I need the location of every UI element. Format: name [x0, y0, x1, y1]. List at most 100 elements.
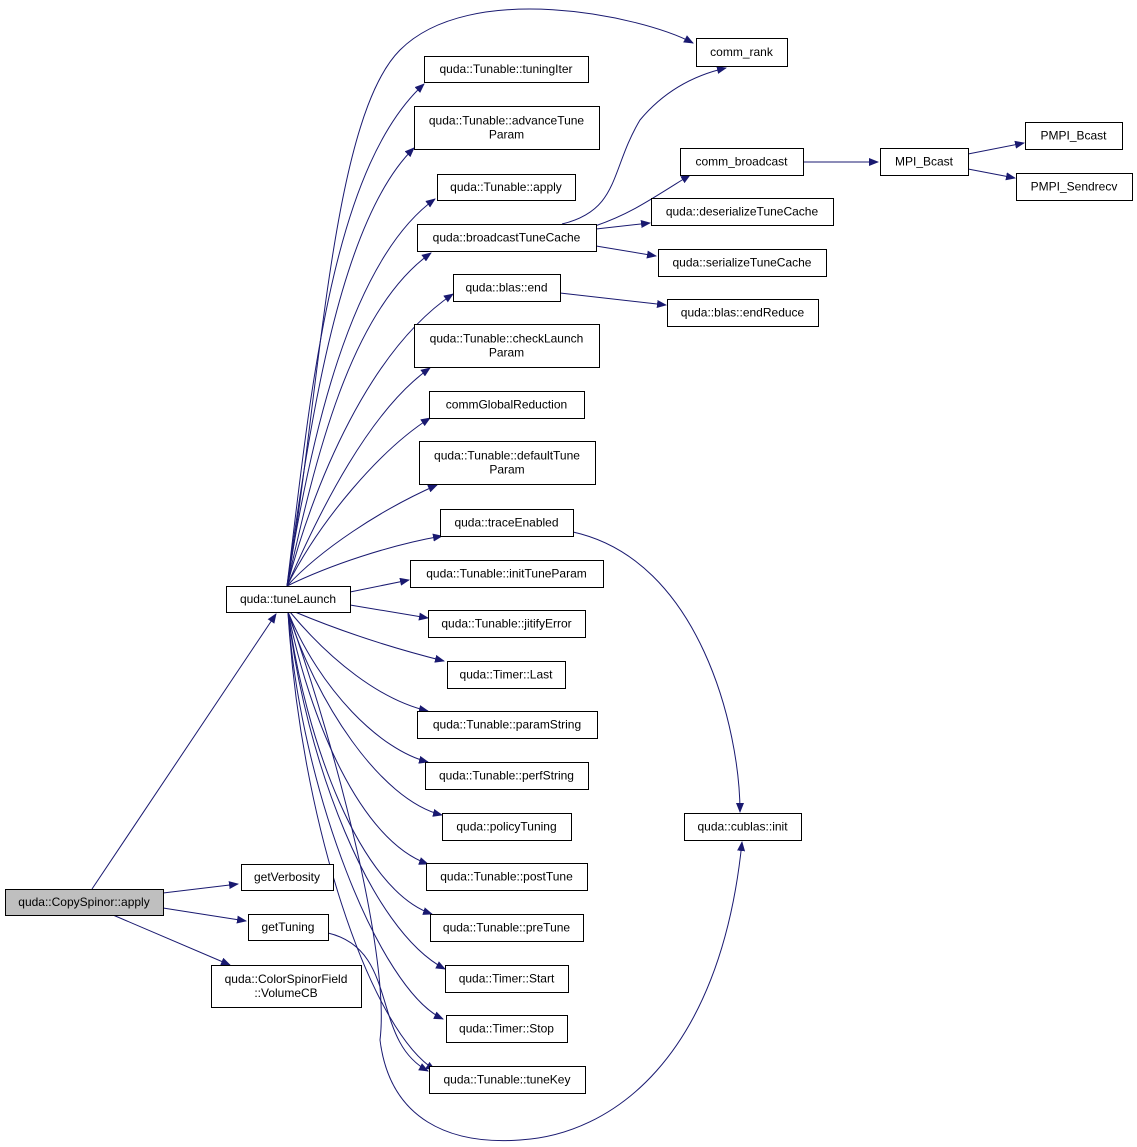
edge-tunelaunch-to-timer_last [294, 611, 445, 663]
edge-line [287, 611, 436, 1071]
nodes-layer: quda::CopySpinor::apply quda::tuneLaunchg… [5, 38, 1133, 1094]
edge-line [162, 907, 247, 924]
edge-tunelaunch-to-tunable_apply [286, 198, 436, 587]
node-cublas_init[interactable]: quda::cublas::init [684, 813, 802, 841]
edge-copyspinor_apply-to-tunelaunch [91, 613, 277, 890]
node-tunable_apply[interactable]: quda::Tunable::apply [437, 174, 576, 201]
node-box [417, 711, 598, 739]
node-label: quda::Timer::Start [459, 972, 555, 986]
node-gettuning[interactable]: getTuning [248, 914, 329, 941]
node-box [211, 965, 362, 1008]
edge-mpi_bcast-to-pmpi_bcast [967, 140, 1025, 155]
node-label: ::VolumeCB [254, 986, 317, 1000]
node-box [426, 863, 588, 891]
node-box [453, 274, 561, 302]
node-pmpi_sendrecv[interactable]: PMPI_Sendrecv [1016, 173, 1133, 201]
node-tunekey[interactable]: quda::Tunable::tuneKey [429, 1066, 586, 1094]
node-label: quda::CopySpinor::apply [18, 895, 149, 909]
edge-copyspinor_apply-to-gettuning [162, 907, 247, 924]
node-pretune[interactable]: quda::Tunable::preTune [430, 914, 584, 942]
node-commglobalreduction[interactable]: commGlobalReduction [429, 391, 585, 419]
node-broadcasttunecache[interactable]: quda::broadcastTuneCache [417, 224, 597, 252]
edge-line [287, 611, 746, 1142]
node-box [414, 106, 600, 150]
node-copyspinor_apply[interactable]: quda::CopySpinor::apply [5, 889, 164, 916]
node-blas_end[interactable]: quda::blas::end [453, 274, 561, 302]
node-box [410, 560, 604, 588]
node-box [425, 762, 589, 790]
node-perfstring[interactable]: quda::Tunable::perfString [425, 762, 589, 790]
edge-line [287, 611, 444, 1020]
node-jitifyerror[interactable]: quda::Tunable::jitifyError [428, 610, 586, 638]
node-label: quda::Tunable::paramString [433, 718, 581, 732]
node-label: getVerbosity [254, 870, 320, 884]
node-label: quda::Timer::Last [460, 668, 554, 682]
node-label: quda::traceEnabled [454, 516, 558, 530]
node-label: getTuning [262, 920, 315, 934]
node-box [429, 1066, 586, 1094]
node-inittuneparam[interactable]: quda::Tunable::initTuneParam [410, 560, 604, 588]
node-getverbosity[interactable]: getVerbosity [241, 864, 334, 891]
node-box [424, 56, 589, 83]
node-box [226, 586, 351, 613]
node-label: quda::Tunable::advanceTune [429, 114, 585, 128]
node-label: quda::Tunable::jitifyError [441, 617, 571, 631]
node-posttune[interactable]: quda::Tunable::postTune [426, 863, 588, 891]
node-label: quda::Tunable::perfString [439, 769, 574, 783]
node-timer_start[interactable]: quda::Timer::Start [445, 965, 569, 993]
edge-tunelaunch-to-perfstring [287, 611, 429, 764]
node-policytuning[interactable]: quda::policyTuning [442, 813, 572, 841]
node-mpi_bcast[interactable]: MPI_Bcast [880, 148, 969, 176]
node-tuningiter[interactable]: quda::Tunable::tuningIter [424, 56, 589, 83]
edge-line [595, 245, 657, 259]
edge-tunelaunch-to-jitifyerror [349, 604, 429, 621]
node-label: quda::deserializeTuneCache [666, 205, 819, 219]
node-tunelaunch[interactable]: quda::tuneLaunch [226, 586, 351, 613]
node-volumecb[interactable]: quda::ColorSpinorField::VolumeCB [211, 965, 362, 1008]
node-paramstring[interactable]: quda::Tunable::paramString [417, 711, 598, 739]
edge-line [287, 611, 446, 970]
edge-broadcasttunecache-to-deserializetunecache [595, 220, 651, 230]
edge-line [595, 220, 651, 230]
node-box [437, 174, 576, 201]
node-deserializetunecache[interactable]: quda::deserializeTuneCache [651, 198, 834, 226]
node-label: commGlobalReduction [446, 398, 567, 412]
node-label: PMPI_Bcast [1040, 129, 1107, 143]
edge-tunelaunch-to-commglobalreduction [286, 417, 431, 587]
edge-line [112, 914, 231, 966]
edge-line [91, 613, 277, 890]
node-label: comm_rank [710, 45, 774, 59]
node-serializetunecache[interactable]: quda::serializeTuneCache [658, 249, 827, 277]
node-box [419, 441, 596, 485]
node-comm_broadcast[interactable]: comm_broadcast [680, 148, 804, 176]
edge-tunelaunch-to-tunekey [287, 611, 436, 1071]
node-box [696, 38, 788, 67]
node-box [1025, 122, 1123, 150]
edge-broadcasttunecache-to-serializetunecache [595, 245, 657, 259]
edge-gettuning-to-tunekey [327, 932, 429, 1072]
node-endreduce[interactable]: quda::blas::endReduce [667, 299, 819, 327]
edge-tunelaunch-to-paramstring [289, 611, 429, 713]
node-traceenabled[interactable]: quda::traceEnabled [440, 509, 574, 537]
node-label: quda::Tunable::tuningIter [440, 62, 573, 76]
node-box [447, 661, 566, 689]
node-comm_rank[interactable]: comm_rank [696, 38, 788, 67]
node-pmpi_bcast[interactable]: PMPI_Bcast [1025, 122, 1123, 150]
node-label: quda::Tunable::initTuneParam [426, 567, 587, 581]
edge-line [286, 198, 436, 587]
node-label: quda::serializeTuneCache [673, 256, 812, 270]
node-box [248, 914, 329, 941]
node-timer_stop[interactable]: quda::Timer::Stop [446, 1015, 568, 1043]
node-label: comm_broadcast [695, 155, 788, 169]
node-label: quda::blas::endReduce [681, 306, 805, 320]
edge-line [349, 577, 410, 593]
node-label: quda::blas::end [465, 281, 547, 295]
edge-tunelaunch-to-traceenabled [286, 533, 443, 587]
node-timer_last[interactable]: quda::Timer::Last [447, 661, 566, 689]
edge-tunelaunch-to-inittuneparam [349, 577, 410, 593]
node-box [680, 148, 804, 176]
node-box [442, 813, 572, 841]
